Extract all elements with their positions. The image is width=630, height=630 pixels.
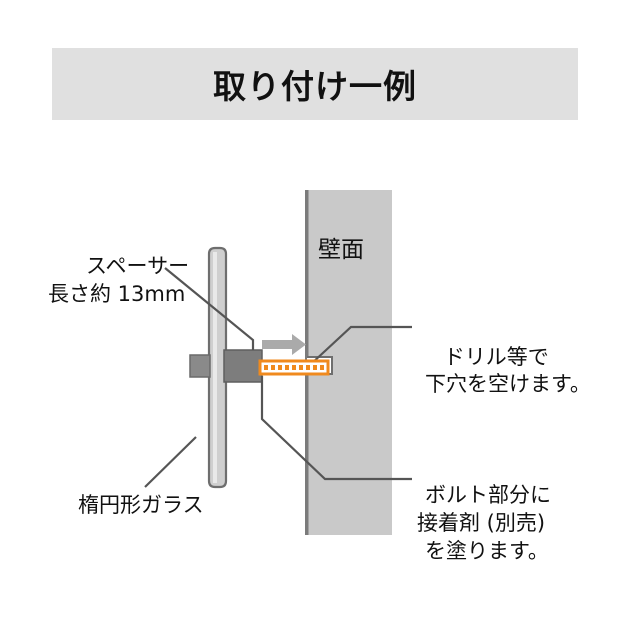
bolt-with-adhesive — [258, 359, 330, 376]
page-title: 取り付け一例 — [213, 67, 417, 106]
label-drill: ドリル等で下穴を空けます。 — [417, 316, 591, 455]
glass-leader-line — [144, 436, 197, 488]
title-banner-background — [52, 48, 578, 120]
label-drill-line1: ドリル等で — [443, 344, 549, 369]
bolt-leader-line — [260, 376, 412, 481]
label-bolt-line3: を塗ります。 — [425, 538, 549, 563]
label-bolt-line1: ボルト部分に — [425, 483, 551, 508]
label-bolt-adhesive: ボルト部分に接着剤 (別売)を塗ります。 — [417, 427, 551, 621]
label-oval-glass: 楕円形ガラス — [78, 493, 204, 517]
label-spacer-line2: 長さ約 13mm — [48, 282, 186, 307]
label-bolt-line2: 接着剤 (別売) — [417, 511, 546, 536]
cap-nut — [189, 354, 211, 378]
wall-section — [305, 190, 392, 535]
label-spacer: スペーサー長さ約 13mm — [48, 198, 189, 364]
insertion-arrow — [262, 334, 306, 355]
label-spacer-line1: スペーサー — [86, 254, 190, 279]
spacer-block — [223, 349, 263, 383]
label-wall: 壁面 — [318, 237, 364, 263]
label-drill-line2: 下穴を空けます。 — [425, 372, 591, 397]
drill-leader-line — [310, 325, 412, 365]
spacer-leader-line — [164, 267, 255, 350]
